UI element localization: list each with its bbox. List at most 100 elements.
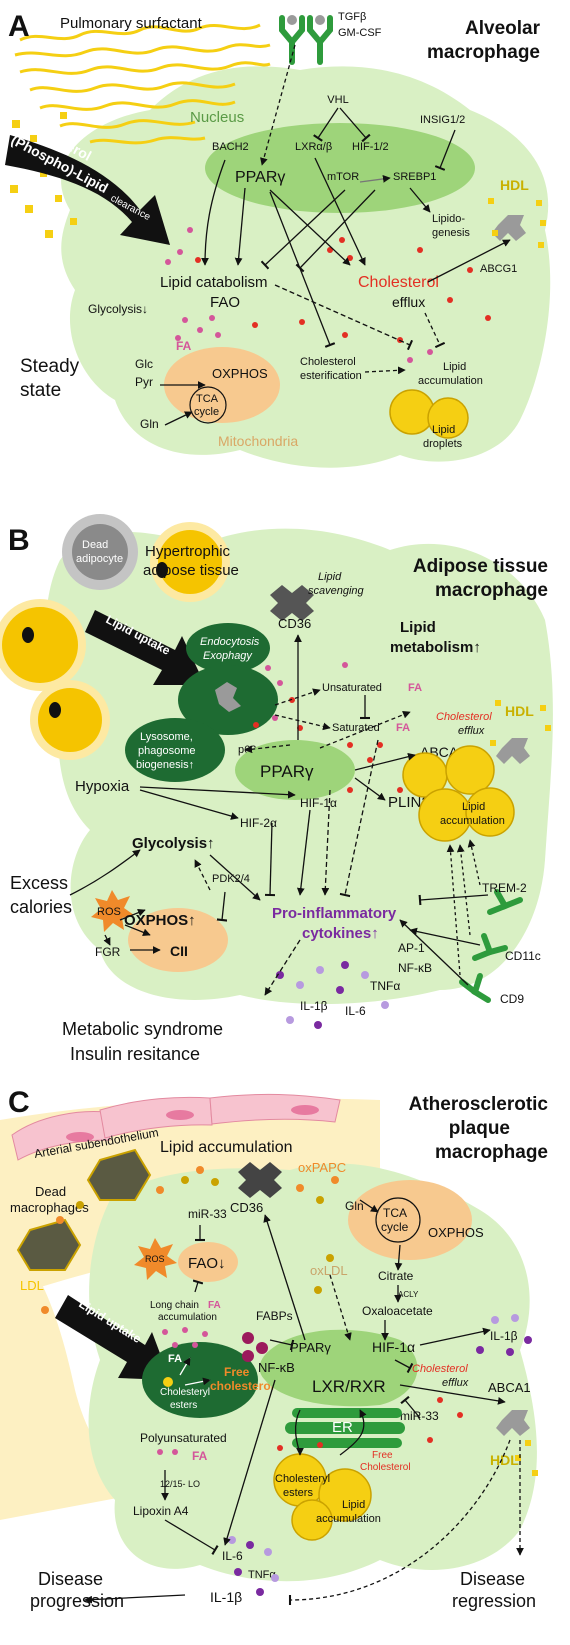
panel-b-title-2: macrophage xyxy=(435,580,548,601)
fao-label: FAO xyxy=(210,294,240,311)
excess-label-2: calories xyxy=(10,897,72,917)
endothelial-cells xyxy=(11,1093,341,1161)
il6-label-b: IL-6 xyxy=(345,1004,366,1018)
il1b-label-c: IL-1β xyxy=(210,1589,242,1605)
lipid-droplets-c xyxy=(273,1453,372,1541)
mitochondria-b xyxy=(128,908,228,972)
disease-regression-label-2: regression xyxy=(452,1591,536,1611)
ldl-label: LDL xyxy=(20,1278,44,1293)
panel-a-title-1: Alveolar xyxy=(465,18,541,39)
disease-regression-label-1: Disease xyxy=(460,1569,525,1589)
pdk-label: PDK2/4 xyxy=(212,873,250,885)
panel-b-letter: B xyxy=(8,524,30,557)
oxaloacetate-label: Oxaloacetate xyxy=(362,1304,433,1318)
oxphos-label-c: OXPHOS xyxy=(428,1225,484,1240)
ros-star-icon xyxy=(91,890,134,932)
lipid-dots xyxy=(165,227,491,363)
hif12-label: HIF-1/2 xyxy=(352,141,389,153)
panel-c-arrows xyxy=(84,1199,524,1606)
er-label: ER xyxy=(332,1419,353,1436)
panel-b: B Adipose tissue macrophage Dead adipocy… xyxy=(0,514,553,1064)
plin2-label: PLIN2 xyxy=(388,794,430,811)
endocytosis-vesicle xyxy=(186,623,270,673)
fa-label: FA xyxy=(176,339,192,353)
acly-label: ACLY xyxy=(398,1290,419,1299)
panel-c-title-1: Atherosclerotic xyxy=(409,1094,549,1115)
droplets-label-2: droplets xyxy=(423,438,463,450)
droplets-label-1: Lipid xyxy=(432,424,455,436)
cii-label: CII xyxy=(170,943,188,959)
mtor-label: mTOR xyxy=(327,171,359,183)
saturated-label: Saturated xyxy=(332,722,380,734)
free-cholesterol-label-4: Cholesterol xyxy=(360,1462,411,1473)
metabolic-syndrome-label: Metabolic syndrome xyxy=(62,1019,223,1039)
cholesteryl-esters-label-1: Cholesteryl xyxy=(160,1387,210,1398)
lipid-metabolism-label-1: Lipid xyxy=(400,619,436,636)
mitochondria xyxy=(164,347,280,423)
lysosome-c xyxy=(142,1342,258,1418)
long-chain-label: Long chain xyxy=(150,1300,199,1311)
lipid-uptake-arrow xyxy=(85,610,205,685)
dead-macrophages-label-1: Dead xyxy=(35,1184,66,1199)
glc-label: Glc xyxy=(135,357,153,371)
cholesterol-esterification-label-1: Cholesterol xyxy=(300,356,356,368)
oxpapc-label: oxPAPC xyxy=(298,1160,346,1175)
lipid-uptake-arrow-c xyxy=(55,1295,170,1380)
lipoxin-label: Lipoxin A4 xyxy=(133,1504,189,1518)
pulmonary-surfactant xyxy=(14,23,271,145)
cd36-receptor-icon-c xyxy=(238,1162,282,1198)
polyunsaturated-label: Polyunsaturated xyxy=(140,1431,227,1445)
cd36-label-c: CD36 xyxy=(230,1200,263,1215)
lipid-accumulation-label-b-1: Lipid xyxy=(462,801,485,813)
panel-a-title-2: macrophage xyxy=(427,42,540,63)
lipid-scavenging-label-1: Lipid xyxy=(318,571,342,583)
fabps-label: FABPs xyxy=(256,1309,293,1323)
gmcsf-label: GM-CSF xyxy=(338,27,382,39)
ppar-label-b: PPARγ xyxy=(260,762,314,781)
abcg1-transporter-icon xyxy=(492,215,526,241)
dead-macrophages-label-2: macrophages xyxy=(10,1200,89,1215)
fao-label-c: FAO↓ xyxy=(188,1255,226,1272)
clearance-arrow xyxy=(5,135,170,245)
hif1a-label-c: HIF-1α xyxy=(372,1339,415,1355)
steady-label-1: Steady xyxy=(20,356,80,377)
mitochondria-fao xyxy=(178,1242,238,1282)
ppar-label: PPARγ xyxy=(235,169,285,186)
ap1-label: AP-1 xyxy=(398,941,425,955)
bach2-label: BACH2 xyxy=(212,141,249,153)
il1b-label-b: IL-1β xyxy=(300,999,328,1013)
receptor-icon xyxy=(279,15,333,65)
tgfb-label: TGFβ xyxy=(338,11,366,23)
lysosome-label-3: biogenesis↑ xyxy=(136,759,194,771)
panel-c-title-2: plaque xyxy=(449,1118,510,1139)
tca-label-c-2: cycle xyxy=(381,1220,409,1234)
lipid-accumulation-droplets xyxy=(402,745,515,842)
ros-star-icon-c xyxy=(134,1238,177,1280)
insulin-resistance-label: Insulin resitance xyxy=(70,1044,200,1064)
hypertrophic-label-1: Hypertrophic xyxy=(145,543,231,560)
fabp-dots xyxy=(242,1332,268,1362)
abcg1-label: ABCG1 xyxy=(480,263,517,275)
cholesteryl-esters-label-2: esters xyxy=(170,1400,197,1411)
hdl-label-c: HDL xyxy=(490,1452,519,1468)
lipidogenesis-label-2: genesis xyxy=(432,227,470,239)
free-cholesterol-label-2: cholesterol xyxy=(210,1379,274,1393)
lysosome xyxy=(125,718,225,782)
cholesterol-esterification-label-2: esterification xyxy=(300,370,362,382)
tca-label-c-1: TCA xyxy=(383,1206,407,1220)
lipid-dots-c xyxy=(41,1166,463,1455)
panel-c-title-3: macrophage xyxy=(435,1142,548,1163)
surfactant-label: Pulmonary surfactant xyxy=(60,15,203,32)
glycolysis-label-b: Glycolysis↑ xyxy=(132,835,215,852)
srebp1-label: SREBP1 xyxy=(393,171,436,183)
gln-label-c: Gln xyxy=(345,1199,364,1213)
cytokine-dots-c xyxy=(228,1314,532,1596)
hdl-label-b: HDL xyxy=(505,703,534,719)
mitochondria-label: Mitochondria xyxy=(218,433,298,449)
hdl-label: HDL xyxy=(500,177,529,193)
free-cholesterol-label-1: Free xyxy=(224,1365,250,1379)
hif2a-label-b: HIF-2α xyxy=(240,816,277,830)
tnfa-label-b: TNFα xyxy=(370,979,400,993)
polyunsaturated-fa-label: FA xyxy=(192,1449,208,1463)
dead-macrophages-icon xyxy=(16,1148,152,1271)
